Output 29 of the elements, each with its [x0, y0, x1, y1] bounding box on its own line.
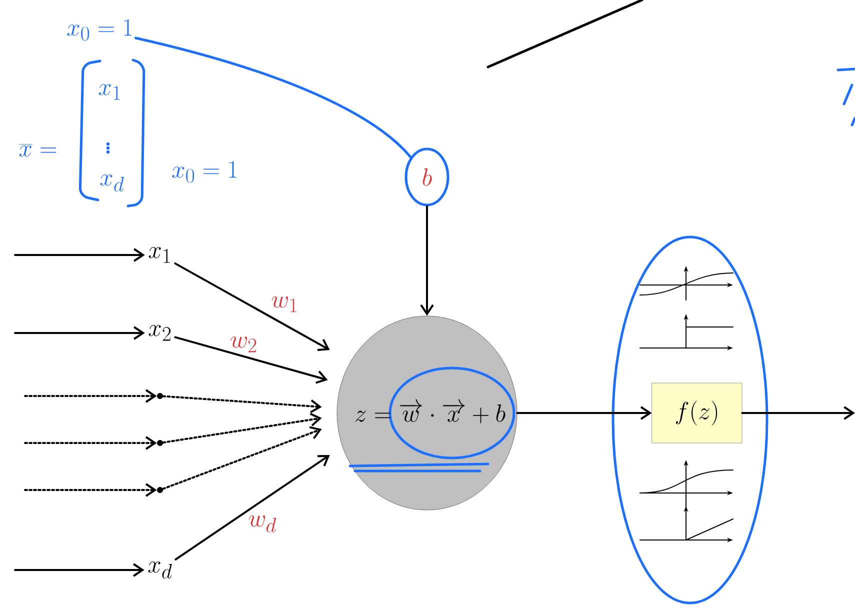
handwritten-note: $x_0=1$: [67, 19, 132, 41]
arrow: [14, 248, 145, 262]
input-label: $x_d$: [148, 561, 172, 578]
arrow: [14, 563, 144, 577]
arrow: [741, 406, 855, 420]
activation-box: $f(z)$: [652, 382, 742, 444]
arrow: [24, 483, 157, 497]
arrow: [516, 406, 652, 420]
handwritten-note: $x_1$: [98, 84, 120, 100]
highlight-oval: [612, 236, 768, 604]
arrow: [420, 205, 434, 316]
input-label: $x_2$: [148, 325, 171, 341]
edge-label: $w_d$: [248, 515, 276, 532]
arrow: [24, 436, 157, 450]
arrow: [174, 262, 330, 351]
arrow: [162, 412, 322, 444]
handwritten-note: $\overline{x}=$: [18, 144, 56, 157]
arrow: [24, 389, 157, 403]
handwritten-note: $x_0=1$: [172, 161, 237, 183]
arrow: [174, 455, 330, 560]
input-label: $x_1$: [148, 247, 170, 263]
edge-label: $w_2$: [230, 336, 256, 352]
handwritten-note: $\vdots$: [106, 142, 110, 154]
arrow: [162, 395, 322, 414]
arrow: [174, 336, 328, 384]
handwritten-note: $x_d$: [100, 174, 124, 192]
arrow: [162, 426, 322, 490]
edge-label: $w_1$: [272, 296, 297, 312]
arrow: [14, 326, 145, 340]
